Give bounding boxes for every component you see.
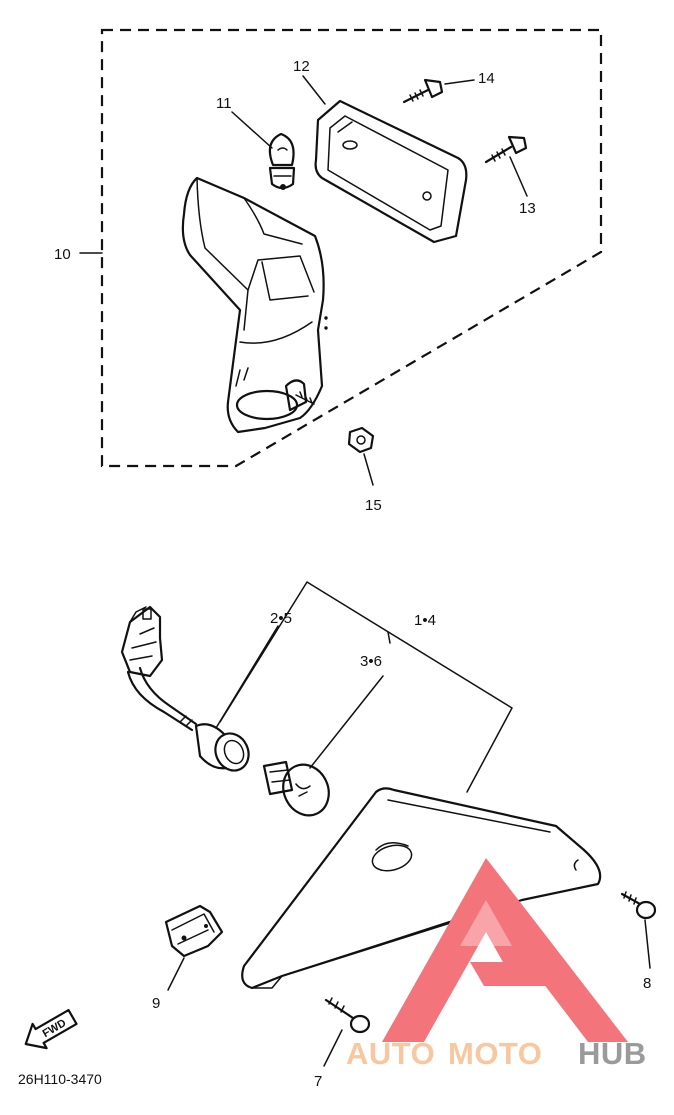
watermark-text-auto: AUTO	[346, 1036, 435, 1071]
turn-signal-housing	[181, 176, 328, 434]
callout-3-6: 3•6	[360, 653, 382, 670]
screw-14	[402, 78, 444, 104]
callout-13: 13	[519, 200, 536, 217]
callout-10: 10	[54, 246, 71, 263]
watermark-logo: AUTO MOTO HUB	[346, 858, 647, 1071]
socket-cord-2-5	[120, 605, 250, 772]
watermark-triangle-right	[486, 858, 628, 1042]
part-number: 26H110-3470	[18, 1071, 102, 1087]
callout-14: 14	[478, 70, 495, 87]
leader-11	[231, 111, 273, 149]
bulb-3-6	[262, 760, 330, 817]
leader-3-6	[309, 675, 384, 769]
callout-11: 11	[216, 95, 232, 112]
clip-9	[164, 904, 224, 958]
screw-8	[620, 891, 657, 920]
watermark-bar	[470, 962, 572, 986]
callout-12: 12	[293, 58, 310, 75]
callout-1-4: 1•4	[414, 612, 436, 629]
lower-assembly: 1•4 2•5 3•6	[120, 581, 657, 1090]
callout-8: 8	[643, 975, 651, 992]
leader-13	[509, 156, 528, 197]
assembly-boundary	[100, 28, 603, 468]
leader-7	[323, 1029, 343, 1067]
bulb-11	[268, 132, 296, 190]
leader-1-4	[219, 581, 513, 793]
screw-7	[324, 997, 371, 1034]
callout-2-5: 2•5	[270, 610, 292, 627]
lens-12	[314, 99, 468, 244]
nut-15	[347, 426, 375, 454]
callout-7: 7	[314, 1073, 322, 1090]
watermark-text-moto: MOTO	[448, 1036, 542, 1071]
screw-13	[484, 135, 528, 164]
upper-assembly: 10 11 12 14	[54, 28, 603, 514]
leader-3-6-branch	[387, 631, 391, 644]
leader-15	[363, 453, 374, 486]
callout-9: 9	[152, 995, 160, 1012]
callout-15: 15	[365, 497, 382, 514]
leader-14	[444, 79, 475, 85]
watermark-triangle-left	[382, 858, 544, 1042]
leader-8	[644, 919, 651, 969]
leader-9	[167, 957, 185, 991]
leader-12	[302, 75, 326, 105]
fwd-arrow: FWD	[24, 1008, 78, 1050]
watermark-inner	[460, 900, 512, 946]
leader-2-5	[215, 625, 279, 729]
watermark-text-hub: HUB	[578, 1036, 647, 1071]
